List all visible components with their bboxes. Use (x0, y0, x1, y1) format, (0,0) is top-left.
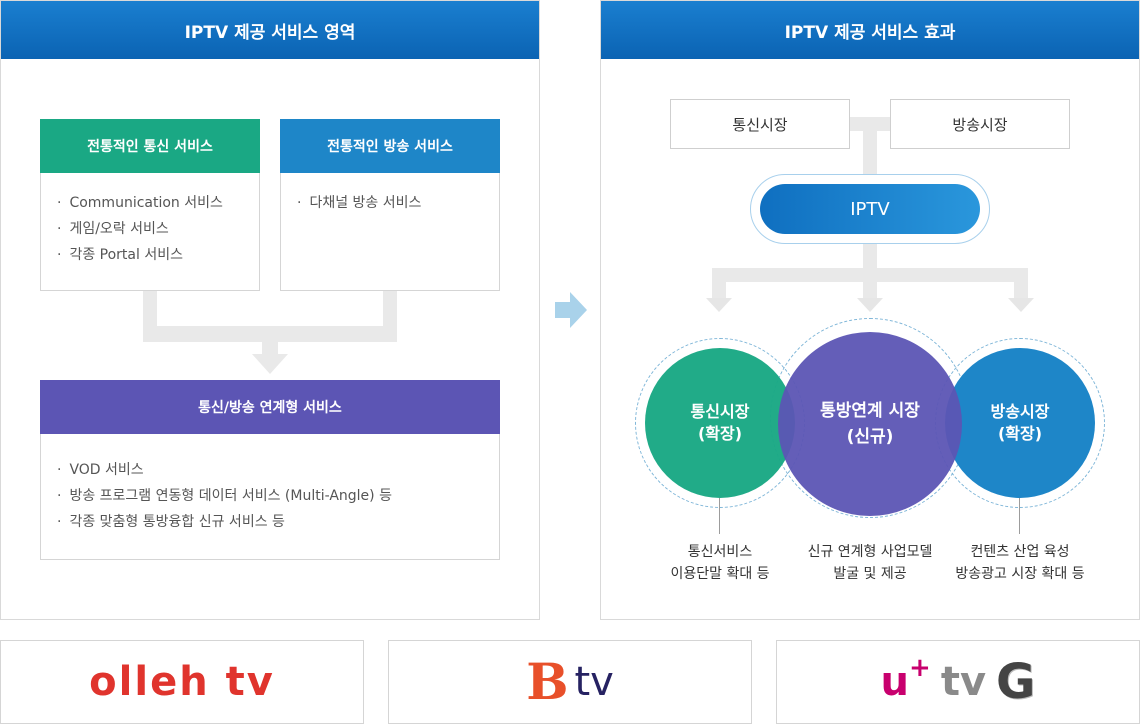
circle-line1: 통방연계 시장 (820, 401, 920, 421)
note-connector-right (1019, 498, 1020, 534)
broadcast-note: 컨텐츠 산업 육성 방송광고 시장 확대 등 (930, 541, 1110, 585)
btv-logo-b: B (526, 652, 569, 711)
telecom-service-list: Communication 서비스 게임/오락 서비스 각종 Portal 서비… (57, 190, 223, 268)
converged-note: 신규 연계형 사업모델 발굴 및 제공 (780, 541, 960, 585)
uplus-tv-g-logo-box: U + tv G (776, 640, 1140, 724)
list-item: Communication 서비스 (57, 190, 222, 216)
list-item: 방송 프로그램 연동형 데이터 서비스 (Multi-Angle) 등 (57, 483, 392, 509)
note-line1: 신규 연계형 사업모델 (807, 544, 933, 560)
circle-line2: (신규) (846, 427, 894, 447)
converged-market-circle: 통방연계 시장 (신규) (778, 332, 962, 516)
arrow-down-right-icon (1008, 298, 1034, 312)
telecom-service-title: 전통적인 통신 서비스 (40, 119, 260, 173)
market-connector-horizontal (849, 117, 891, 131)
uplus-logo-tv: tv (940, 659, 987, 705)
uplus-logo-g: G (996, 654, 1036, 710)
uplus-logo-u: U (880, 659, 910, 705)
list-item: VOD 서비스 (57, 457, 392, 483)
olleh-tv-logo: olleh tv (89, 659, 275, 705)
connector-left-drop (712, 280, 726, 300)
converged-service-title: 통신/방송 연계형 서비스 (40, 380, 500, 434)
connector-horizontal (143, 326, 397, 342)
broadcast-service-title: 전통적인 방송 서비스 (280, 119, 500, 173)
note-connector-left (719, 498, 720, 534)
note-line2: 발굴 및 제공 (833, 566, 907, 582)
iptv-connector-horizontal (712, 268, 1028, 282)
broadcast-service-box: 전통적인 방송 서비스 다채널 방송 서비스 (280, 119, 500, 291)
note-line1: 컨텐츠 산업 육성 (970, 544, 1070, 560)
telecom-service-box: 전통적인 통신 서비스 Communication 서비스 게임/오락 서비스 … (40, 119, 260, 291)
circle-line1: 통신시장 (690, 402, 750, 421)
converged-service-box: 통신/방송 연계형 서비스 VOD 서비스 방송 프로그램 연동형 데이터 서비… (40, 380, 500, 560)
note-line2: 방송광고 시장 확대 등 (955, 566, 1085, 582)
broadcast-market-circle: 방송시장 (확장) (945, 348, 1095, 498)
list-item: 각종 Portal 서비스 (57, 242, 223, 268)
note-line2: 이용단말 확대 등 (670, 566, 770, 582)
arrow-right-icon (555, 292, 587, 328)
connector-arrow-head (252, 354, 288, 374)
left-panel-title: IPTV 제공 서비스 영역 (1, 1, 539, 59)
converged-service-list: VOD 서비스 방송 프로그램 연동형 데이터 서비스 (Multi-Angle… (57, 457, 392, 535)
circle-line1: 방송시장 (990, 402, 1050, 421)
list-item: 각종 맞춤형 통방융합 신규 서비스 등 (57, 509, 392, 535)
connector-telecom-down (143, 290, 157, 328)
olleh-tv-logo-box: olleh tv (0, 640, 364, 724)
circle-line2: (확장) (697, 424, 743, 443)
connector-right-drop (1014, 280, 1028, 300)
iptv-pill: IPTV (760, 184, 980, 234)
list-item: 게임/오락 서비스 (57, 216, 223, 242)
connector-broadcast-down (383, 290, 397, 328)
arrow-down-center-icon (857, 298, 883, 312)
telecom-market-circle: 통신시장 (확장) (645, 348, 795, 498)
uplus-logo-plus: + (909, 653, 931, 683)
list-item: 다채널 방송 서비스 (297, 190, 421, 216)
broadcast-market-box: 방송시장 (890, 99, 1070, 149)
connector-center-down (262, 340, 278, 356)
telecom-market-box: 통신시장 (670, 99, 850, 149)
broadcast-service-list: 다채널 방송 서비스 (297, 190, 421, 216)
arrow-down-left-icon (706, 298, 732, 312)
market-connector-vertical (863, 129, 877, 177)
circle-line2: (확장) (997, 424, 1043, 443)
right-panel-title: IPTV 제공 서비스 효과 (601, 1, 1139, 59)
note-line1: 통신서비스 (687, 544, 753, 560)
btv-logo-box: B tv (388, 640, 752, 724)
telecom-note: 통신서비스 이용단말 확대 등 (640, 541, 800, 585)
btv-logo-tv: tv (574, 659, 614, 705)
